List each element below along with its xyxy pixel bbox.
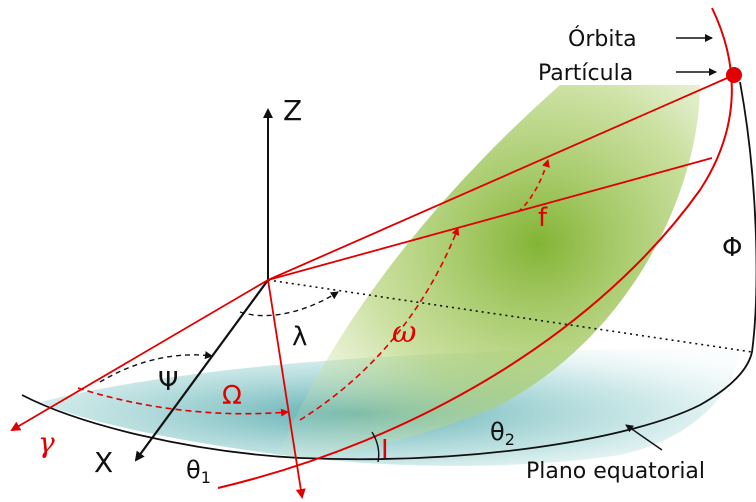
psi-label: Ψ [158,367,178,397]
particle-radius [267,74,735,281]
f-label: f [538,203,548,233]
big-omega-label: Ω [222,381,242,411]
x-axis-label: X [94,446,113,479]
phi-label: Φ [722,233,742,263]
theta2-base: θ [490,418,505,446]
gamma-direction [10,279,269,432]
x-axis [134,279,269,462]
theta1-base: θ [186,456,201,484]
inclination-label: I [381,435,389,465]
psi-arc [99,351,213,383]
particula-label: Partícula [538,61,633,86]
particle-meridian [739,81,756,353]
pericenter-line [267,157,713,281]
gamma-label: γ [38,426,55,459]
big-omega-arc [77,387,289,417]
lambda-arc [239,291,339,317]
f-arc [517,159,550,213]
orbit-curve [217,7,733,489]
plano-equatorial-label: Plano equatorial [526,459,705,484]
small-omega-arc [299,227,460,421]
equatorial-circle [21,351,753,461]
theta1-sub: 1 [201,468,211,487]
orbita-label: Órbita [568,26,637,52]
theta1-label: θ1 [186,456,211,487]
plano-pointer [625,424,663,451]
small-omega-label: ω [392,315,416,350]
lambda-label: λ [292,322,307,352]
z-axis-label: Z [283,94,302,127]
theta2-label: θ2 [490,418,515,449]
inclination-arc [371,431,380,463]
orbital-plane-shade [275,85,700,462]
node-line [267,279,306,499]
theta2-sub: 2 [505,430,515,449]
